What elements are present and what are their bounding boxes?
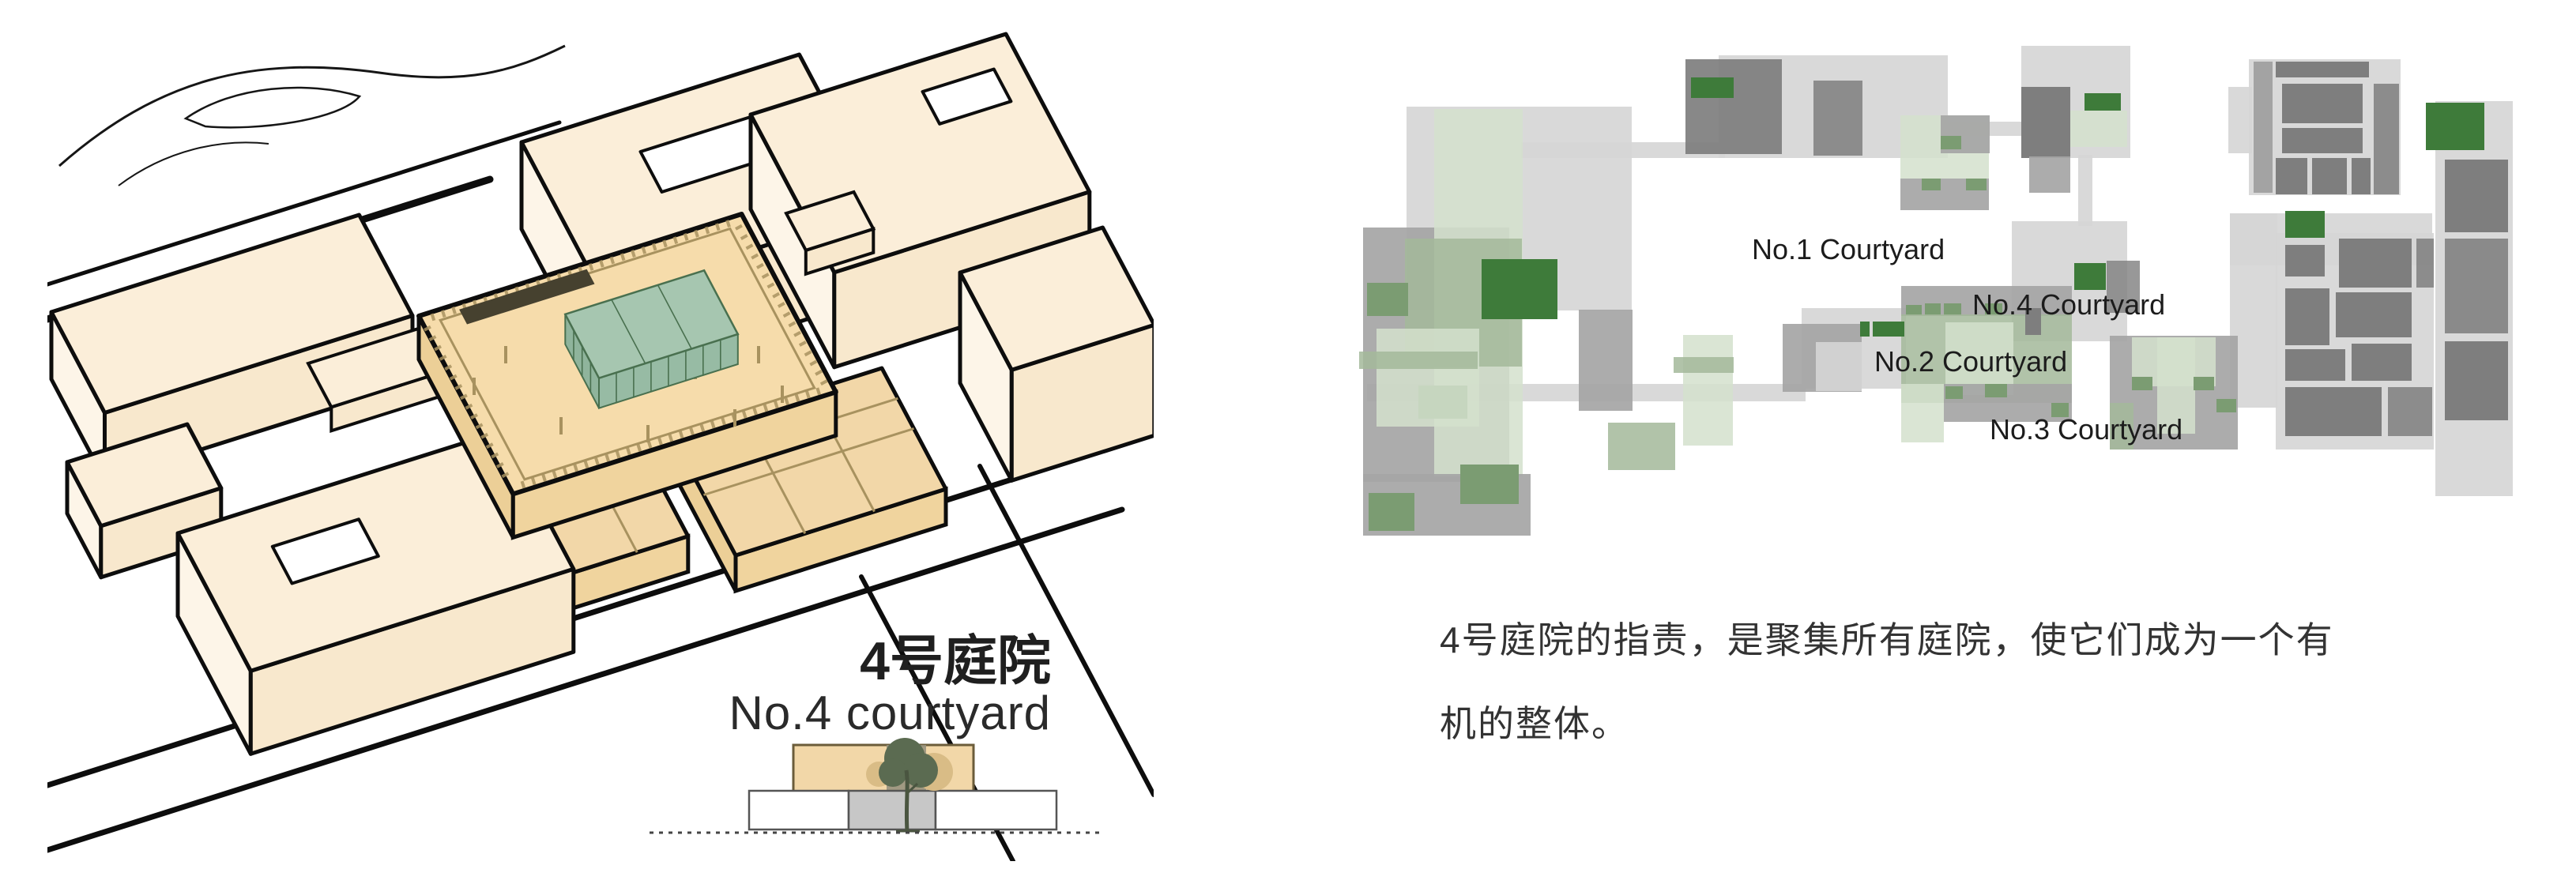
description-line-2: 机的整体。 xyxy=(1440,702,1629,744)
map-cluster-green-court xyxy=(1900,115,1990,210)
map-labels: No.1 Courtyard No.4 Courtyard No.2 Court… xyxy=(1752,233,2182,446)
map-cluster-left xyxy=(1359,107,1675,536)
map-complex-top-right xyxy=(2249,59,2401,195)
tree-icon xyxy=(866,738,953,833)
green-pavilion xyxy=(563,269,740,409)
building-far-right xyxy=(958,225,1154,483)
highlighted-courtyard-complex xyxy=(416,212,838,540)
map-cluster-no3 xyxy=(2110,336,2238,450)
label-no3-courtyard: No.3 Courtyard xyxy=(1990,413,2182,446)
panel-title-en: No.4 courtyard xyxy=(729,687,1051,739)
map-cluster-far-right xyxy=(2426,101,2513,496)
section-diagram xyxy=(650,738,1102,834)
label-no1-courtyard: No.1 Courtyard xyxy=(1752,233,1945,265)
description-line-1: 4号庭院的指责，是聚集所有庭院，使它们成为一个有 xyxy=(1440,619,2334,660)
map-complex-bottom-right xyxy=(2230,211,2434,450)
building-left-annex xyxy=(65,422,224,580)
axonometric-drawing: 4号庭院 No.4 courtyard xyxy=(47,32,1154,861)
map-cluster-top-right xyxy=(2021,46,2130,193)
contour-lines xyxy=(58,44,566,186)
building-bottom-left xyxy=(175,429,576,756)
description-text: 4号庭院的指责，是聚集所有庭院，使它们成为一个有 机的整体。 xyxy=(1440,599,2396,766)
panel-title-zh: 4号庭院 xyxy=(860,631,1051,691)
site-plan-map: No.1 Courtyard No.4 Courtyard No.2 Court… xyxy=(1359,46,2513,536)
label-no2-courtyard: No.2 Courtyard xyxy=(1874,345,2067,378)
label-no4-courtyard: No.4 Courtyard xyxy=(1972,288,2165,321)
map-cluster-no2 xyxy=(1674,286,2072,446)
